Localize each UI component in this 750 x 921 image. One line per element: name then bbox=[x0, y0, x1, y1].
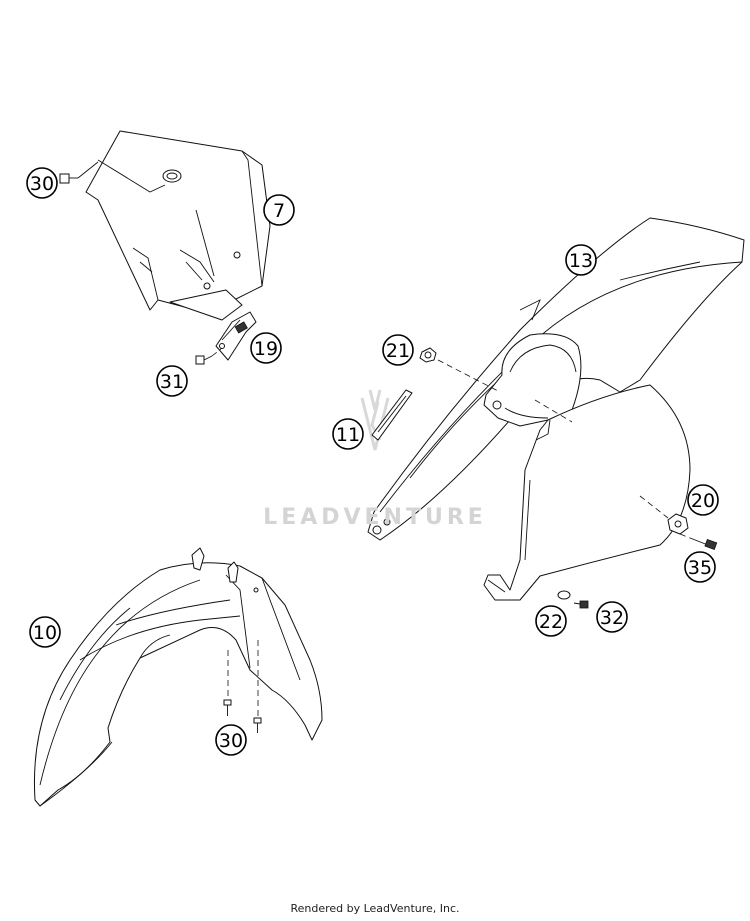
footer-credit: Rendered by LeadVenture, Inc. bbox=[290, 902, 460, 915]
callout-22[interactable]: 22 bbox=[535, 605, 567, 637]
callout-30-lower-label: 30 bbox=[219, 730, 243, 752]
screw-30-upper bbox=[59, 161, 99, 184]
callout-20-label: 20 bbox=[691, 490, 715, 512]
decal-11 bbox=[371, 389, 413, 441]
callout-30-lower[interactable]: 30 bbox=[215, 724, 247, 756]
callout-19[interactable]: 19 bbox=[250, 332, 282, 364]
callout-11-label: 11 bbox=[336, 424, 360, 446]
callout-21-label: 21 bbox=[386, 340, 410, 362]
callout-31[interactable]: 31 bbox=[156, 365, 188, 397]
screw-30-lower-a bbox=[223, 699, 232, 716]
callout-10[interactable]: 10 bbox=[29, 616, 61, 648]
callout-20[interactable]: 20 bbox=[687, 484, 719, 516]
screw-32 bbox=[573, 600, 589, 609]
washer-22 bbox=[557, 590, 571, 600]
callout-7-label: 7 bbox=[273, 200, 285, 222]
number-plate bbox=[85, 130, 271, 321]
screw-30-lower-b bbox=[253, 717, 262, 733]
callout-13[interactable]: 13 bbox=[565, 244, 597, 276]
screw-35 bbox=[679, 533, 718, 550]
callout-19-label: 19 bbox=[254, 338, 278, 360]
callout-13-label: 13 bbox=[569, 250, 593, 272]
callout-35[interactable]: 35 bbox=[684, 551, 716, 583]
callout-10-label: 10 bbox=[33, 622, 57, 644]
callout-11[interactable]: 11 bbox=[332, 418, 364, 450]
front-fender bbox=[33, 547, 323, 807]
nut-21 bbox=[419, 347, 501, 393]
callout-32-label: 32 bbox=[600, 607, 624, 629]
axis-line bbox=[534, 399, 573, 423]
watermark-text: LEADVENTURE bbox=[263, 505, 487, 530]
callout-30-upper-label: 30 bbox=[30, 173, 54, 195]
rear-fender bbox=[367, 217, 745, 601]
nut-20 bbox=[639, 495, 689, 535]
callout-21[interactable]: 21 bbox=[382, 334, 414, 366]
screw-31 bbox=[195, 347, 223, 365]
callout-32[interactable]: 32 bbox=[596, 601, 628, 633]
callout-31-label: 31 bbox=[160, 371, 184, 393]
callout-22-label: 22 bbox=[539, 611, 563, 633]
callout-30-upper[interactable]: 30 bbox=[26, 167, 58, 199]
callout-7[interactable]: 7 bbox=[263, 194, 295, 226]
callout-35-label: 35 bbox=[688, 557, 712, 579]
